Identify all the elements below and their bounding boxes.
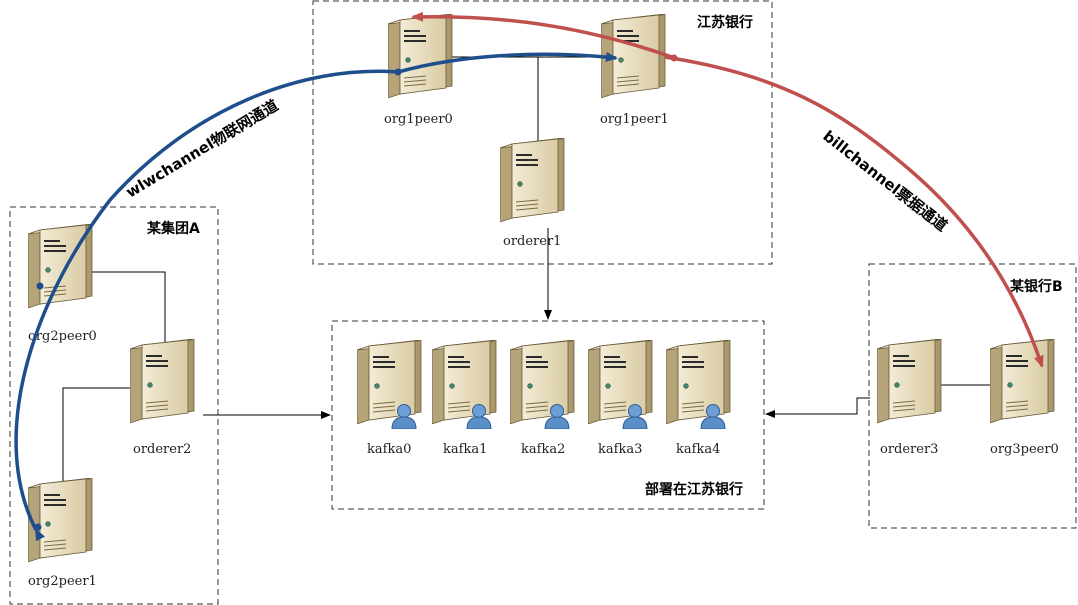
server-org1peer0 — [388, 14, 453, 98]
wlw-channel-node-dot — [36, 282, 44, 290]
bill-channel-curve — [664, 55, 1044, 368]
server-orderer1 — [500, 138, 565, 222]
server-kafka4 — [666, 340, 731, 424]
server-kafka0 — [357, 340, 422, 424]
server-org3peer0 — [990, 339, 1055, 423]
server-kafka1 — [432, 340, 497, 424]
label-orderer3: orderer3 — [880, 442, 938, 457]
label-kafka3: kafka3 — [598, 442, 642, 457]
label-kafka1: kafka1 — [443, 442, 487, 457]
bill-channel-label: billchannel票据通道 — [820, 127, 951, 235]
label-org2peer1: org2peer1 — [28, 574, 97, 589]
server-orderer2 — [130, 339, 195, 423]
wlw-channel-label: wlwchannel物联网通道 — [123, 96, 282, 201]
wlw-channel-node-dot — [34, 523, 42, 531]
label-org1peer0: org1peer0 — [384, 112, 453, 127]
group-title-group-a: 某集团A — [147, 220, 200, 237]
label-orderer1: orderer1 — [503, 234, 561, 249]
group-title-jiangsu-bank: 江苏银行 — [697, 14, 753, 31]
group-title-bank-b: 某银行B — [1010, 278, 1063, 295]
group-title-kafka-cluster: 部署在江苏银行 — [645, 481, 743, 498]
server-orderer3 — [877, 339, 942, 423]
label-org1peer1: org1peer1 — [600, 112, 669, 127]
server-kafka2 — [510, 340, 575, 424]
label-org3peer0: org3peer0 — [990, 442, 1059, 457]
server-org2peer1 — [28, 478, 93, 562]
group-box-bank-b — [868, 263, 1077, 529]
bill-channel-node-dot — [670, 54, 678, 62]
wlw-channel-curve-segment — [397, 51, 618, 74]
label-orderer2: orderer2 — [133, 442, 191, 457]
wlw-channel-curve — [14, 68, 402, 542]
bill-channel-curve-segment — [411, 11, 673, 59]
label-kafka0: kafka0 — [367, 442, 411, 457]
group-box-jiangsu-bank — [312, 0, 773, 265]
server-kafka3 — [588, 340, 653, 424]
label-kafka2: kafka2 — [521, 442, 565, 457]
link-orderer3-to-kafka — [765, 397, 870, 418]
label-kafka4: kafka4 — [676, 442, 720, 457]
